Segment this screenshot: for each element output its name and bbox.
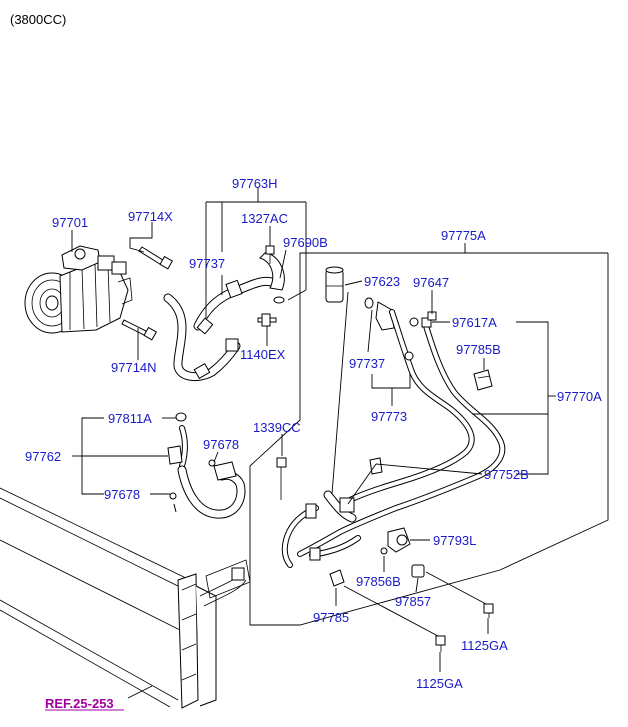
bolt-1125ga-lower [435,635,446,652]
label-97763h: 97763H [232,176,278,191]
condenser-illustration [0,487,251,709]
label-97737-middle: 97737 [349,356,385,371]
label-97623: 97623 [364,274,400,289]
orings-97737 [364,297,374,309]
label-1125ga-upper: 1125GA [461,638,508,653]
label-97785: 97785 [313,610,349,625]
label-97737-upper: 97737 [189,256,225,271]
clamp-97752b [369,457,383,475]
label-97773: 97773 [371,409,407,424]
expansion-valve-97623 [325,266,344,303]
label-97647: 97647 [413,275,449,290]
label-97793l: 97793L [433,533,476,548]
liquid-pipe-97770a [297,311,506,557]
label-97785b: 97785B [456,342,501,357]
label-97617a: 97617A [452,315,497,330]
reference-link[interactable]: REF.25-253 [45,696,124,711]
bolt-1339cc [276,457,287,500]
sensor-97793l [387,527,411,553]
bolt-97714x [138,246,174,270]
label-1327ac: 1327AC [241,211,288,226]
reference-label[interactable]: REF.25-253 [45,696,114,711]
label-97752b: 97752B [484,467,529,482]
suction-hose-97763h [163,251,285,382]
leader-lines [71,188,609,699]
bolt-97714n [121,319,158,341]
clip-97857 [411,564,425,578]
label-1140ex: 1140EX [240,347,286,362]
label-97811a: 97811A [108,411,152,426]
engine-variant-label: (3800CC) [10,12,66,27]
label-97690b: 97690B [283,235,328,250]
liquid-hose-97762 [167,412,246,519]
label-1125ga-lower: 1125GA [416,676,463,691]
label-97775a: 97775A [441,228,486,243]
label-97762: 97762 [25,449,61,464]
clip-97785 [329,569,345,587]
compressor-illustration [24,245,133,334]
label-97678-lower: 97678 [104,487,140,502]
label-97770a: 97770A [557,389,602,404]
bolt-1140ex [257,313,277,327]
label-97856b: 97856B [356,574,401,589]
suction-pipe-97773 [347,301,475,503]
label-97701: 97701 [52,215,88,230]
label-1339cc: 1339CC [253,420,301,435]
label-97857: 97857 [395,594,431,609]
clip-97785b [473,369,493,391]
bolt-1125ga-upper [483,603,494,618]
discharge-hose-assembly [281,490,361,568]
label-97714n: 97714N [111,360,157,375]
label-97714x: 97714X [128,209,173,224]
part-number-labels: 97701 97714X 97714N 97763H 1327AC 97690B… [25,176,602,691]
nut-97856b [380,547,388,555]
label-97678-upper: 97678 [203,437,239,452]
